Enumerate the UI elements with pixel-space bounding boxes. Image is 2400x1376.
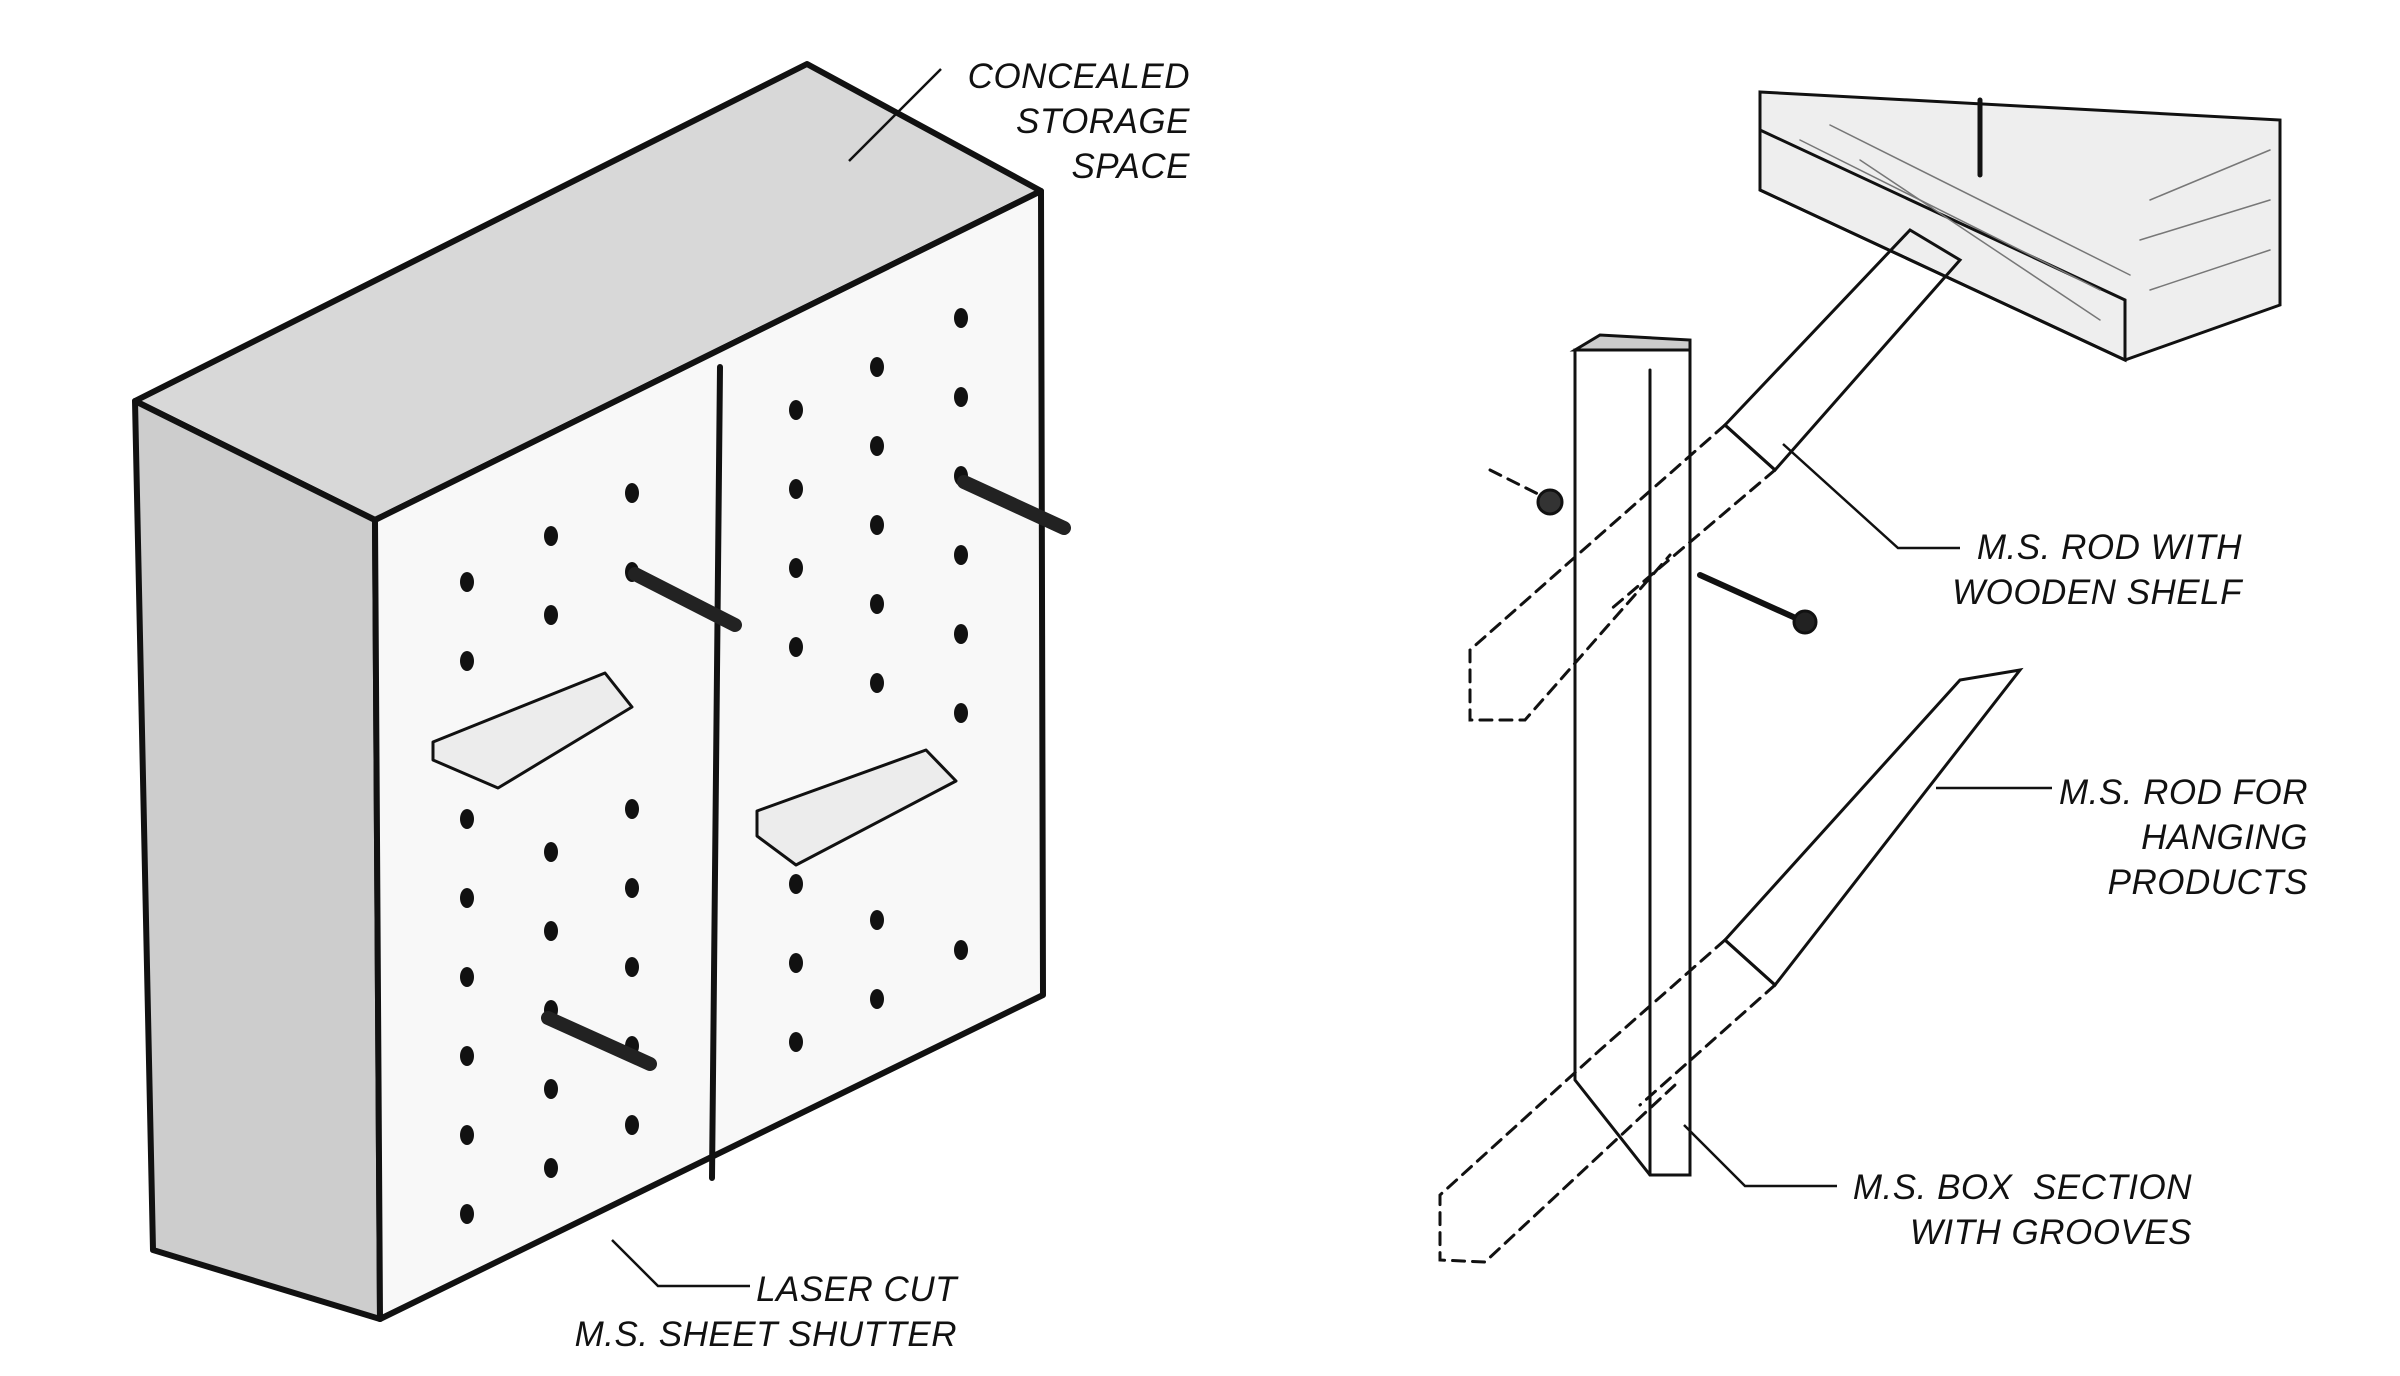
perforation-hole — [625, 1115, 639, 1135]
shelves — [431, 671, 958, 867]
perforation-hole — [954, 387, 968, 407]
perforation-hole — [460, 1125, 474, 1145]
bolt — [1697, 572, 1803, 623]
label-rod-wooden-shelf: M.S. ROD WITH WOODEN SHELF — [1952, 528, 2242, 612]
perforation-hole — [544, 921, 558, 941]
perforation-hole — [544, 1158, 558, 1178]
perforation-hole — [625, 483, 639, 503]
perforation-hole — [460, 1046, 474, 1066]
assembly-sketch — [1438, 90, 2282, 1264]
perforation-hole — [870, 357, 884, 377]
label-box-section-grooves: M.S. BOX SECTION WITH GROOVES — [1852, 1168, 2192, 1252]
bolt-head — [1536, 488, 1564, 516]
perforation-hole — [625, 878, 639, 898]
perforation-hole — [789, 400, 803, 420]
perforation-hole — [544, 842, 558, 862]
perforation-hole — [870, 910, 884, 930]
cabinet-side-face — [132, 398, 383, 1322]
perforation-hole — [954, 940, 968, 960]
perforation-hole — [954, 703, 968, 723]
perforation-hole — [460, 572, 474, 592]
peg — [628, 567, 742, 632]
cabinet-front-face — [372, 188, 1046, 1322]
perforation-hole — [954, 624, 968, 644]
perforation-hole — [544, 1079, 558, 1099]
perforation-hole — [954, 545, 968, 565]
perforation-hole — [625, 799, 639, 819]
cabinet-sketch — [132, 61, 1071, 1322]
perforation-hole — [789, 953, 803, 973]
perforation-hole — [460, 809, 474, 829]
perforation-hole — [870, 673, 884, 693]
perforation-hole — [460, 1204, 474, 1224]
perforation-hole — [460, 651, 474, 671]
shutter-divider — [709, 364, 723, 1181]
perforation-hole — [870, 436, 884, 456]
perforation-hole — [544, 605, 558, 625]
perforation-hole — [625, 957, 639, 977]
perforation-hole — [789, 874, 803, 894]
perforation-hole — [789, 479, 803, 499]
perforation-hole — [460, 888, 474, 908]
pegs — [541, 475, 1071, 1071]
perforation-hole — [789, 558, 803, 578]
perforation-hole — [870, 989, 884, 1009]
shelf-left — [431, 671, 634, 790]
perforation-hole — [789, 1032, 803, 1052]
label-laser-cut-shutter: LASER CUT M.S. SHEET SHUTTER — [574, 1270, 957, 1354]
perforation-hole — [460, 967, 474, 987]
peg — [541, 1011, 657, 1071]
perforation-hole — [954, 308, 968, 328]
perforation-hole — [789, 637, 803, 657]
label-rod-hanging-products: M.S. ROD FOR HANGING PRODUCTS — [2058, 773, 2308, 902]
shelf-right — [755, 748, 958, 867]
rod-lower — [1722, 667, 2024, 988]
box-section-post — [1573, 348, 1692, 1177]
perforation-hole — [870, 515, 884, 535]
label-concealed-storage: CONCEALED STORAGE SPACE — [967, 57, 1190, 186]
perforation-hole — [544, 526, 558, 546]
perforation-hole — [870, 594, 884, 614]
leader-lines — [611, 68, 2052, 1288]
peg — [957, 475, 1071, 535]
